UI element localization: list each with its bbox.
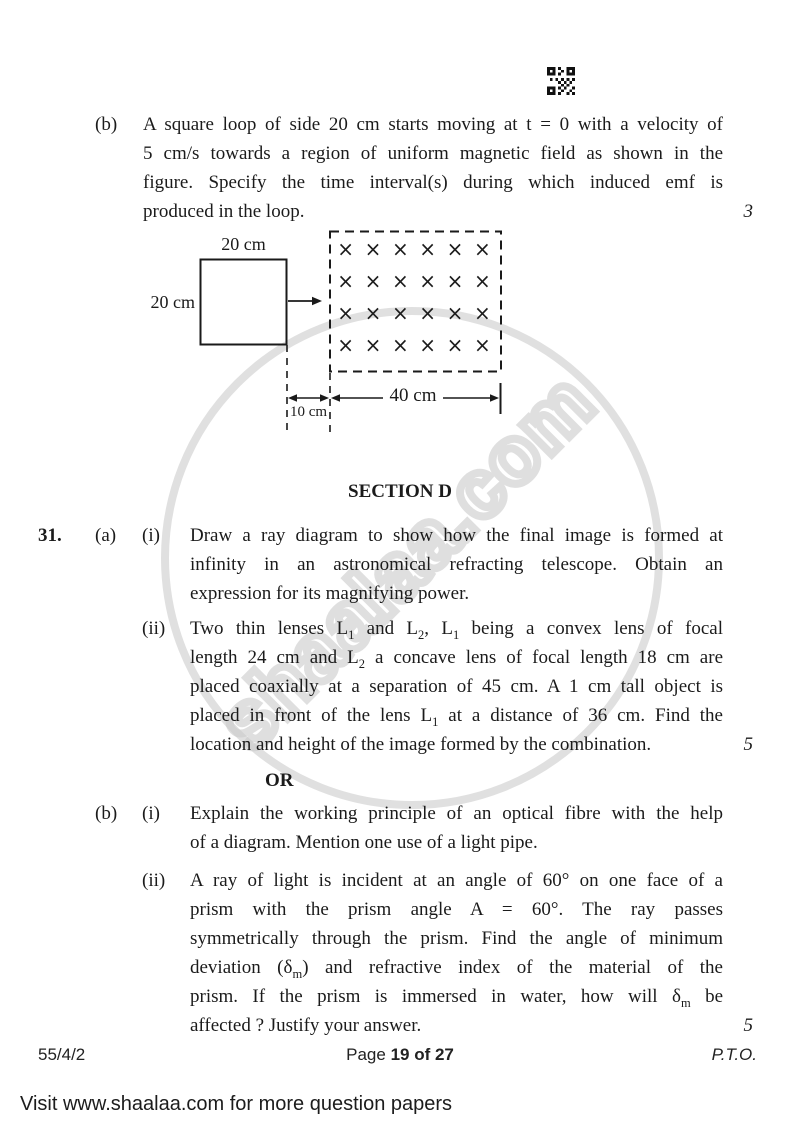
field-cross-icon: × — [364, 301, 382, 325]
loop-top-dim-label: 20 cm — [221, 234, 266, 254]
magnetic-field-region: × × × × × × × × × × × × × × × × × × × × × × × × — [332, 233, 496, 361]
question-line: infinity in an astronomical refracting t… — [190, 554, 723, 575]
question-line: location and height of the image formed … — [190, 734, 652, 755]
question-line: expression for its magnifying power. — [190, 583, 470, 604]
field-cross-icon: × — [446, 333, 464, 357]
field-cross-icon: × — [419, 269, 437, 293]
field-cross-icon: × — [391, 269, 409, 293]
part-a-ii-text: Two thin lenses L1 and L2, L1 being a co… — [190, 614, 723, 759]
question-line: affected ? Justify your answer. — [190, 1015, 422, 1036]
field-cross-icon: × — [419, 237, 437, 261]
field-cross-icon: × — [364, 237, 382, 261]
magnetic-field-figure: 20 cm 20 cm × × × × × × × × × × × × × × × × × × × × × × × × … — [140, 228, 560, 444]
marks-badge: 3 — [743, 201, 754, 222]
part-b-ii-label: (ii) — [142, 870, 166, 891]
part-a-i-text: Draw a ray diagram to show how the final… — [190, 521, 723, 608]
field-cross-icon: × — [337, 269, 355, 293]
part-b-ii-text: A ray of light is incident at an angle o… — [190, 866, 723, 1040]
loop-left-dim-label: 20 cm — [150, 292, 196, 312]
part-a-i-label: (i) — [142, 525, 160, 546]
field-cross-icon: × — [419, 333, 437, 357]
question-line: Explain the working principle of an opti… — [190, 803, 723, 824]
question-line: Two thin lenses L1 and L2, L1 being a co… — [190, 618, 723, 642]
field-cross-icon: × — [337, 333, 355, 357]
question-line: Draw a ray diagram to show how the final… — [190, 525, 723, 546]
field-cross-icon: × — [446, 301, 464, 325]
question-number: 31. — [38, 525, 62, 546]
question-line: deviation (δm) and refractive index of t… — [190, 957, 723, 981]
question-line: prism. If the prism is immersed in water… — [190, 986, 723, 1010]
field-cross-icon: × — [364, 333, 382, 357]
or-separator: OR — [265, 770, 294, 791]
question-b-text: A square loop of side 20 cm starts movin… — [143, 110, 723, 226]
marks-badge: 5 — [743, 734, 754, 755]
qr-code-icon — [547, 67, 575, 95]
question-line: length 24 cm and L2 a concave lens of fo… — [190, 647, 723, 671]
question-line: prism with the prism angle A = 60°. The … — [190, 899, 723, 920]
field-cross-icon: × — [391, 333, 409, 357]
page-indicator: Page 19 of 27 — [0, 1045, 800, 1065]
field-cross-icon: × — [446, 269, 464, 293]
question-line: A square loop of side 20 cm starts movin… — [143, 114, 723, 135]
question-line: 5 cm/s towards a region of uniform magne… — [143, 143, 723, 164]
part-b-i-label: (i) — [142, 803, 160, 824]
part-a-label: (a) — [95, 525, 117, 546]
field-cross-icon: × — [446, 237, 464, 261]
field-cross-icon: × — [473, 301, 491, 325]
pto-label: P.T.O. — [711, 1045, 757, 1064]
marks-badge: 5 — [743, 1015, 754, 1036]
field-cross-icon: × — [473, 333, 491, 357]
field-cross-icon: × — [473, 237, 491, 261]
watermark-circle — [161, 307, 663, 809]
field-cross-icon: × — [337, 237, 355, 261]
page-indicator-prefix: Page — [346, 1045, 391, 1064]
part-b-label: (b) — [95, 803, 118, 824]
question-line: produced in the loop. — [143, 201, 305, 222]
page-indicator-number: 19 of 27 — [390, 1045, 454, 1064]
part-a-ii-label: (ii) — [142, 618, 166, 639]
question-line: placed in front of the lens L1 at a dist… — [190, 705, 723, 729]
question-line: of a diagram. Mention one use of a light… — [190, 832, 538, 853]
paper-code: 55/4/2 — [38, 1045, 86, 1064]
field-cross-icon: × — [391, 237, 409, 261]
part-b-i-text: Explain the working principle of an opti… — [190, 799, 723, 857]
question-line: figure. Specify the time interval(s) dur… — [143, 172, 723, 193]
gap-dim-label: 10 cm — [289, 404, 328, 420]
field-cross-icon: × — [337, 301, 355, 325]
field-cross-icon: × — [419, 301, 437, 325]
field-cross-icon: × — [364, 269, 382, 293]
field-width-dim-label: 40 cm — [383, 386, 443, 406]
field-region-outline — [329, 230, 502, 373]
field-cross-icon: × — [391, 301, 409, 325]
section-heading: SECTION D — [348, 481, 452, 502]
question-b-label: (b) — [95, 114, 118, 135]
promo-banner: Visit www.shaalaa.com for more question … — [20, 1093, 453, 1115]
field-cross-icon: × — [473, 269, 491, 293]
square-loop — [199, 258, 288, 346]
question-line: placed coaxially at a separation of 45 c… — [190, 676, 723, 697]
question-line: A ray of light is incident at an angle o… — [190, 870, 723, 891]
question-line: symmetrically through the prism. Find th… — [190, 928, 723, 949]
